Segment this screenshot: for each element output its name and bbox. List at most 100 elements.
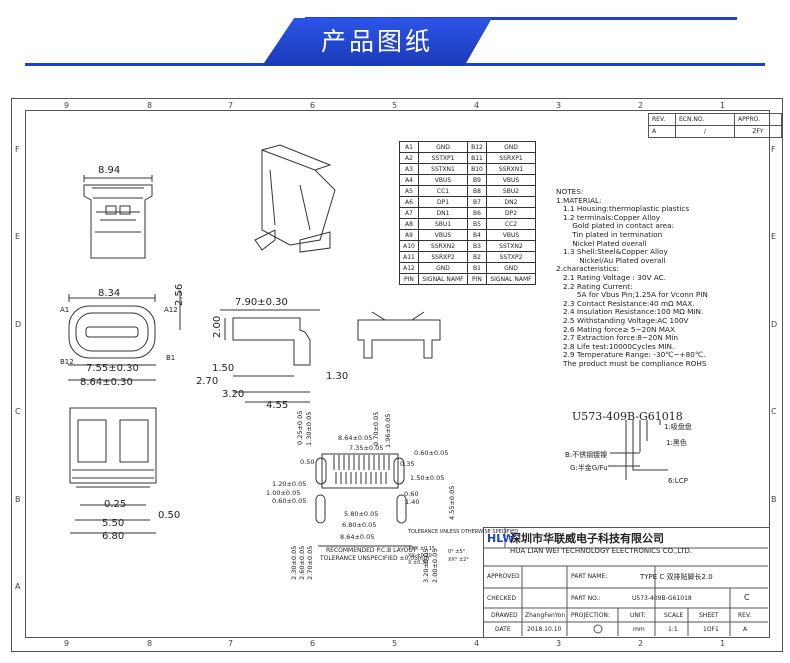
- part-code-legend-2: 1:黑色: [666, 439, 687, 447]
- mid-width-dimline: [68, 294, 156, 302]
- title-block: [483, 527, 769, 637]
- dim-b1: 0.25: [104, 499, 127, 510]
- pcb-pad-right-upper: [393, 457, 405, 485]
- pcb-dim-h7: 1.20±0.05: [272, 480, 307, 488]
- pcb-small-2: 0.35: [400, 460, 415, 468]
- pcb-dim-v4: 2.30±0.05: [290, 545, 298, 580]
- pcb-dim-v0: 0.25±0.05: [296, 410, 304, 445]
- zone-row-e: E: [15, 232, 21, 241]
- appro-header: APPRO.: [734, 113, 782, 126]
- dim-mid-width: 8.34: [98, 288, 121, 299]
- pin-number: B10: [467, 163, 487, 175]
- date-label: DATE: [495, 626, 511, 633]
- zone-row-e-right: E: [771, 232, 777, 241]
- pcb-slot-left: [315, 494, 326, 524]
- pcb-slot-right: [396, 494, 407, 524]
- pcb-dim-v9: 0.70±0.05: [372, 411, 380, 446]
- bottom-view-left-pocket: [77, 419, 107, 463]
- pcb-small-1: 0.60: [404, 490, 419, 498]
- pin-number: PIN: [467, 273, 487, 285]
- pcb-dim-h8: 1.00±0.05: [266, 489, 301, 497]
- pin-number: A3: [399, 163, 419, 175]
- revision-table: REV. ECN.NO. APPRO. A / ZFY: [648, 113, 782, 138]
- pin-signal: VBUS: [418, 229, 468, 241]
- front-width-dimline: [83, 175, 153, 182]
- dim-front-width: 8.94: [98, 165, 121, 176]
- tolerance-row-2: XX ±0.20: [408, 553, 432, 559]
- part-no-label: PART NO.:: [571, 595, 601, 602]
- rev-value-title: A: [743, 626, 748, 633]
- side-view-bottom-dimlines: [233, 375, 310, 403]
- scale-label: SCALE: [664, 612, 684, 619]
- pin-signal: GND: [486, 262, 536, 274]
- bottom-view-pin-row: [72, 469, 154, 488]
- zone-col-8-bottom: 8: [147, 639, 153, 648]
- part-code-legend-5: 6:LCP: [668, 477, 688, 485]
- pin-number: A10: [399, 240, 419, 252]
- pcb-dim-h6: 8.64±0.05: [340, 533, 375, 541]
- pin-signal: SBU1: [418, 218, 468, 230]
- pin-label-a1: A1: [60, 306, 70, 314]
- zone-row-f-right: F: [771, 145, 776, 154]
- pcb-dim-v2: 1.30±0.05: [305, 411, 313, 446]
- pin-number: B6: [467, 207, 487, 219]
- part-code-number: U573-409B-G61018: [572, 410, 683, 423]
- pin-number: B9: [467, 174, 487, 186]
- tolerance-row-3: X ±0.30: [408, 560, 429, 566]
- zone-row-d-right: D: [771, 320, 778, 329]
- iso-view-tab-right: [299, 231, 331, 253]
- right-view-latches: [371, 311, 425, 321]
- pcb-dim-h2: 0.60±0.05: [414, 449, 449, 457]
- pin-number: A7: [399, 207, 419, 219]
- drawer-name: ZhangFenYon: [525, 612, 566, 619]
- zone-col-4-bottom: 4: [474, 639, 480, 648]
- dim-width-1: 7.55±0.30: [86, 363, 139, 374]
- dim-width-2: 8.64±0.30: [80, 377, 133, 388]
- pcb-dim-v1: 1.96±0.05: [384, 413, 392, 448]
- company-name-cn: 深圳市华联威电子科技有限公司: [510, 532, 664, 545]
- side-view-body: [232, 317, 311, 366]
- face-view-inner: [75, 312, 149, 352]
- pcb-dim-v8: 2.00±0.05: [431, 548, 439, 583]
- pcb-dim-h4: 6.80±0.05: [342, 521, 377, 529]
- pin-number: A8: [399, 218, 419, 230]
- front-view-window-left: [105, 205, 117, 215]
- pin-signal: DN1: [418, 207, 468, 219]
- part-name-label: PART NAME:: [571, 573, 608, 580]
- pin-signal: SBU2: [486, 185, 536, 197]
- company-name-en: HUA LIAN WEI TECHNOLOGY ELECTRONICS CO.,…: [510, 547, 693, 555]
- zone-col-3-bottom: 3: [556, 639, 562, 648]
- pcb-pad-row-b: [335, 472, 387, 484]
- zone-col-5-bottom: 5: [392, 639, 398, 648]
- dim-d4: 4.55: [266, 400, 289, 411]
- zone-col-7-bottom: 7: [228, 639, 234, 648]
- dim-b2: 5.50: [102, 518, 125, 529]
- unit-value: mm: [633, 626, 645, 633]
- part-code-legend-3: B:不锈钢镀镍: [565, 451, 608, 459]
- pin-number: B5: [467, 218, 487, 230]
- zone-col-5: 5: [392, 101, 398, 110]
- title-block-cols: [521, 566, 731, 636]
- ecn-value: /: [675, 125, 735, 138]
- pin-number: A5: [399, 185, 419, 197]
- pin-signal: SSRXN2: [418, 240, 468, 252]
- appro-value: ZFY: [734, 125, 782, 138]
- pin-signal: GND: [418, 141, 468, 153]
- dim-d1: 1.50: [212, 363, 235, 374]
- banner-top-line: [305, 17, 737, 20]
- zone-col-2-bottom: 2: [638, 639, 644, 648]
- zone-col-1-bottom: 1: [720, 639, 726, 648]
- pcb-layout-tolerance: TOLERANCE UNSPECIFIED ±0.05mm: [320, 555, 430, 562]
- iso-view-tab-left: [254, 229, 276, 251]
- dim-side-height: 2.56: [174, 283, 185, 306]
- dim-b4: 0.50: [158, 510, 181, 521]
- zone-col-8: 8: [147, 101, 153, 110]
- rev-header: REV.: [648, 113, 676, 126]
- front-view-shell: [83, 184, 153, 259]
